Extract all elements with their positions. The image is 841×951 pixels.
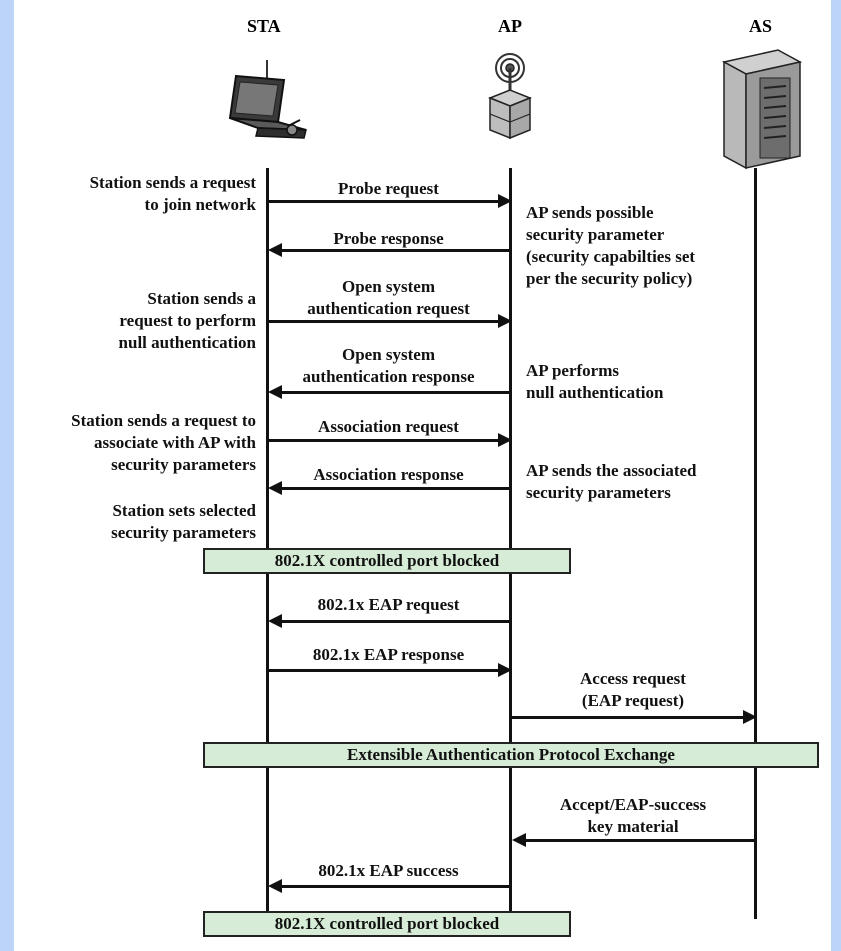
label-probe-response: Probe response [333,229,444,248]
label-eap-response: 802.1x EAP response [312,645,465,664]
as-header: AS [749,16,773,36]
ap-lifeline [509,168,512,919]
label-assoc-request: Association request [318,417,459,436]
arrow-probe-response [268,243,510,257]
server-icon [721,49,803,170]
label-eap-request: 802.1x EAP request [317,595,460,614]
label-probe-request: Probe request [338,179,439,198]
arrow-assoc-response [268,481,510,495]
arrow-eap-request [268,614,510,628]
arrow-eap-response [268,663,512,677]
arrow-open-request [268,314,512,328]
laptop-icon [228,60,307,139]
arrow-eap-success [268,879,510,893]
access-point-icon [487,53,533,140]
bar-port-blocked-2: 802.1X controlled port blocked [203,911,571,937]
arrow-accept [512,833,754,847]
label-access-request: Access request(EAP request) [580,669,686,710]
sta-lifeline [266,168,269,919]
label-assoc-response: Association response [313,465,464,484]
as-lifeline [754,168,757,919]
label-eap-success: 802.1x EAP success [318,861,459,880]
bar-eap-exchange: Extensible Authentication Protocol Excha… [203,742,819,768]
diagram-canvas: STA AP AS St [14,0,831,951]
arrow-assoc-request [268,433,512,447]
ap-header: AP [498,16,522,36]
arrow-access-request [511,710,757,724]
sta-header: STA [247,16,281,36]
bar-port-blocked-1: 802.1X controlled port blocked [203,548,571,574]
arrow-open-response [268,385,510,399]
arrow-probe-request [268,194,512,208]
